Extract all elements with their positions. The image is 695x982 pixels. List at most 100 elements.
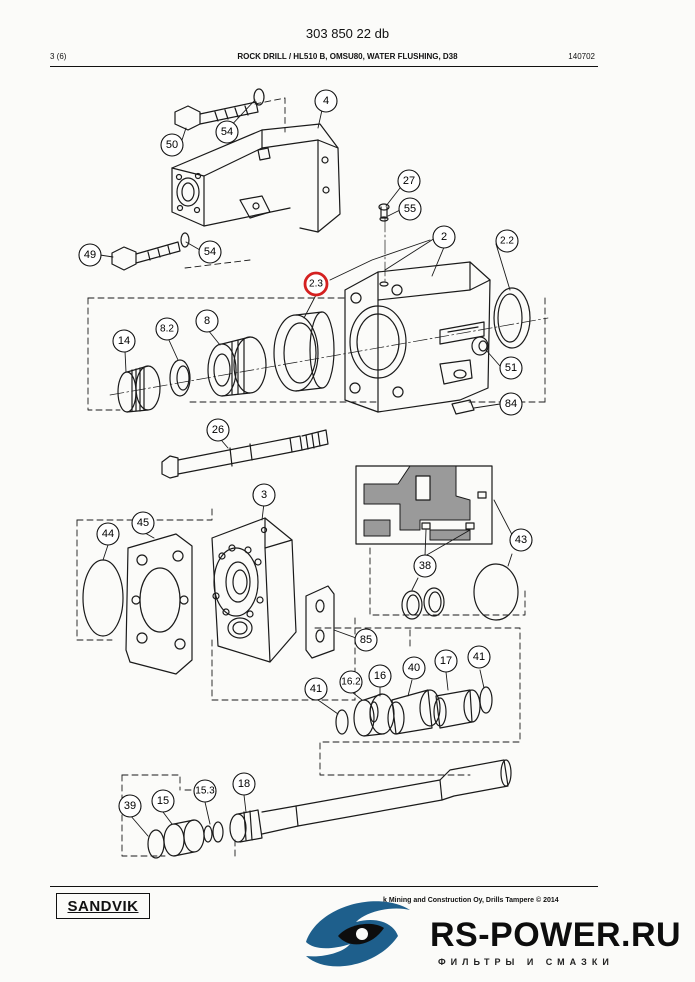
callout-41-right[interactable]: 41 <box>467 645 491 669</box>
bolt-50 <box>174 101 259 131</box>
callout-38[interactable]: 38 <box>413 554 437 578</box>
svg-text:3: 3 <box>261 489 267 501</box>
svg-text:43: 43 <box>515 534 527 546</box>
ring-2-2 <box>493 287 531 349</box>
plug-51 <box>471 336 489 356</box>
callout-49[interactable]: 49 <box>78 243 102 267</box>
ring-8-2 <box>169 359 191 397</box>
svg-text:49: 49 <box>84 249 96 261</box>
rs-power-tagline: ФИЛЬТРЫ И СМАЗКИ <box>438 957 614 967</box>
housing-2 <box>344 261 491 413</box>
callout-2-3[interactable]: 2.3 <box>303 271 329 297</box>
svg-text:85: 85 <box>360 634 372 646</box>
rs-power-logo-icon <box>306 901 410 967</box>
svg-text:4: 4 <box>323 95 329 107</box>
shank-18 <box>229 759 512 843</box>
chuck-14 <box>117 365 161 413</box>
callout-39[interactable]: 39 <box>118 794 142 818</box>
footer-rule <box>50 886 598 887</box>
svg-text:26: 26 <box>212 424 224 436</box>
callout-50[interactable]: 50 <box>160 133 184 157</box>
rs-power-wordmark: RS-POWER.RU <box>430 916 682 954</box>
svg-text:40: 40 <box>408 662 420 674</box>
washer-54-bottom <box>180 232 190 248</box>
callout-43[interactable]: 43 <box>509 528 533 552</box>
svg-text:51: 51 <box>505 362 517 374</box>
callout-45[interactable]: 45 <box>131 511 155 535</box>
copyright-text: k Mining and Construction Oy, Drills Tam… <box>383 897 559 904</box>
callout-84[interactable]: 84 <box>499 392 523 416</box>
callout-17[interactable]: 17 <box>434 649 458 673</box>
o-ring-44 <box>82 559 124 637</box>
callout-16-2[interactable]: 16.2 <box>339 670 363 694</box>
gasket-45 <box>125 533 193 675</box>
svg-text:15.3: 15.3 <box>195 786 215 797</box>
callout-2-2[interactable]: 2.2 <box>495 229 519 253</box>
svg-text:8: 8 <box>204 315 210 327</box>
svg-text:2.2: 2.2 <box>500 236 514 247</box>
svg-text:45: 45 <box>137 517 149 529</box>
header-rule <box>50 66 598 67</box>
bracket-4 <box>171 123 341 233</box>
svg-text:54: 54 <box>204 246 216 258</box>
bushing-15 <box>147 819 224 859</box>
svg-text:38: 38 <box>419 560 431 572</box>
callout-4[interactable]: 4 <box>314 89 338 113</box>
svg-text:55: 55 <box>404 203 416 215</box>
svg-text:16: 16 <box>374 670 386 682</box>
svg-text:16.2: 16.2 <box>341 677 361 688</box>
svg-text:41: 41 <box>473 651 485 663</box>
plate-85 <box>305 585 335 659</box>
svg-text:15: 15 <box>157 795 169 807</box>
svg-text:54: 54 <box>221 126 233 138</box>
callout-51[interactable]: 51 <box>499 356 523 380</box>
svg-text:41: 41 <box>310 683 322 695</box>
callout-3[interactable]: 3 <box>252 483 276 507</box>
svg-text:39: 39 <box>124 800 136 812</box>
callout-18[interactable]: 18 <box>232 772 256 796</box>
svg-text:2.3: 2.3 <box>309 279 323 290</box>
callout-8-2[interactable]: 8.2 <box>155 317 179 341</box>
seals-38 <box>401 587 445 620</box>
dashed-group-lines <box>76 97 546 857</box>
plate-84 <box>451 399 475 415</box>
page-indicator: 3 (6) <box>50 52 67 61</box>
gear-8 <box>207 336 267 397</box>
callout-15-3[interactable]: 15.3 <box>193 779 217 803</box>
document-number: 303 850 22 db <box>305 26 390 41</box>
svg-text:2: 2 <box>441 231 447 243</box>
callout-85[interactable]: 85 <box>354 628 378 652</box>
callout-54-bottom[interactable]: 54 <box>198 240 222 264</box>
callout-16[interactable]: 16 <box>368 664 392 688</box>
callout-41-left[interactable]: 41 <box>304 677 328 701</box>
cover-3 <box>211 517 297 663</box>
bushing-2-3 <box>273 311 335 392</box>
callout-27[interactable]: 27 <box>397 169 421 193</box>
callout-26[interactable]: 26 <box>206 418 230 442</box>
svg-text:17: 17 <box>440 655 452 667</box>
svg-text:84: 84 <box>505 398 517 410</box>
screw-27 <box>378 203 390 222</box>
svg-text:50: 50 <box>166 139 178 151</box>
callout-54-top[interactable]: 54 <box>215 120 239 144</box>
svg-text:14: 14 <box>118 335 130 347</box>
callout-40[interactable]: 40 <box>402 656 426 680</box>
callout-55[interactable]: 55 <box>398 197 422 221</box>
rod-26 <box>161 429 329 479</box>
svg-text:44: 44 <box>102 528 114 540</box>
date-code: 140702 <box>568 52 595 61</box>
callout-2[interactable]: 2 <box>432 225 456 249</box>
callout-8[interactable]: 8 <box>195 309 219 333</box>
callout-44[interactable]: 44 <box>96 522 120 546</box>
bolt-49 <box>111 241 181 271</box>
drawing-title: ROCK DRILL / HL510 B, OMSU80, WATER FLUS… <box>237 52 458 61</box>
callout-15[interactable]: 15 <box>151 789 175 813</box>
callout-14[interactable]: 14 <box>112 329 136 353</box>
o-ring-43 <box>473 563 519 621</box>
damper-row <box>335 686 493 737</box>
section-view <box>355 465 493 545</box>
sandvik-logo: SANDVIK <box>56 893 150 919</box>
svg-text:18: 18 <box>238 778 250 790</box>
svg-text:27: 27 <box>403 175 415 187</box>
